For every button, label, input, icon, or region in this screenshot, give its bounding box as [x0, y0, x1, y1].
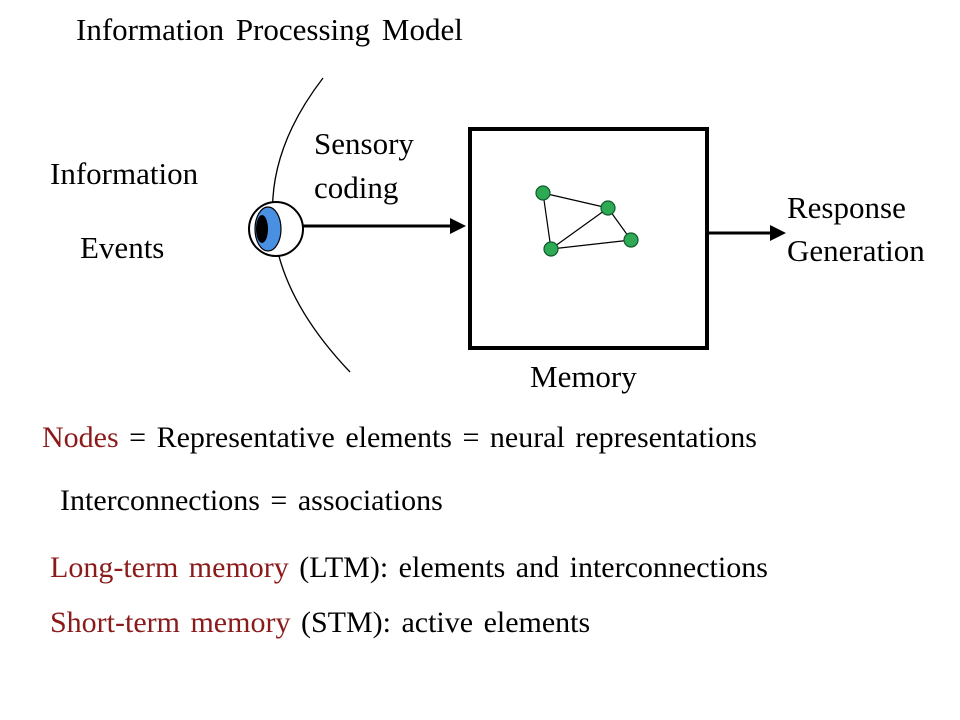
node-2 — [600, 200, 616, 216]
sensory-label: Sensory — [314, 126, 414, 161]
nodes-rest: = Representative elements = neural repre… — [118, 421, 757, 454]
events-label: Events — [80, 230, 165, 265]
node-1 — [535, 185, 551, 201]
ltm-rest: (LTM): elements and interconnections — [288, 551, 768, 584]
node-4 — [623, 232, 639, 248]
stm-rest: (STM): active elements — [290, 606, 591, 639]
output-arrow-head — [770, 225, 786, 241]
response-label: Response — [787, 190, 906, 225]
memory-box — [468, 127, 709, 350]
page-title: Information Processing Model — [76, 12, 463, 47]
ltm-term: Long-term memory — [50, 551, 289, 584]
node-3 — [543, 241, 559, 257]
eye-icon — [248, 201, 304, 257]
information-label: Information — [50, 156, 199, 191]
nodes-term: Nodes — [42, 421, 119, 454]
coding-label: coding — [314, 170, 399, 205]
input-arrow-head — [450, 218, 466, 234]
memory-nodes — [535, 185, 639, 257]
stm-definition: Short-term memory (STM): active elements — [50, 608, 590, 638]
stm-term: Short-term memory — [50, 606, 291, 639]
ltm-definition: Long-term memory (LTM): elements and int… — [50, 553, 768, 583]
nodes-definition: Nodes = Representative elements = neural… — [42, 423, 757, 453]
interconnections-definition: Interconnections = associations — [60, 484, 443, 517]
generation-label: Generation — [787, 233, 925, 268]
memory-label: Memory — [530, 359, 637, 394]
